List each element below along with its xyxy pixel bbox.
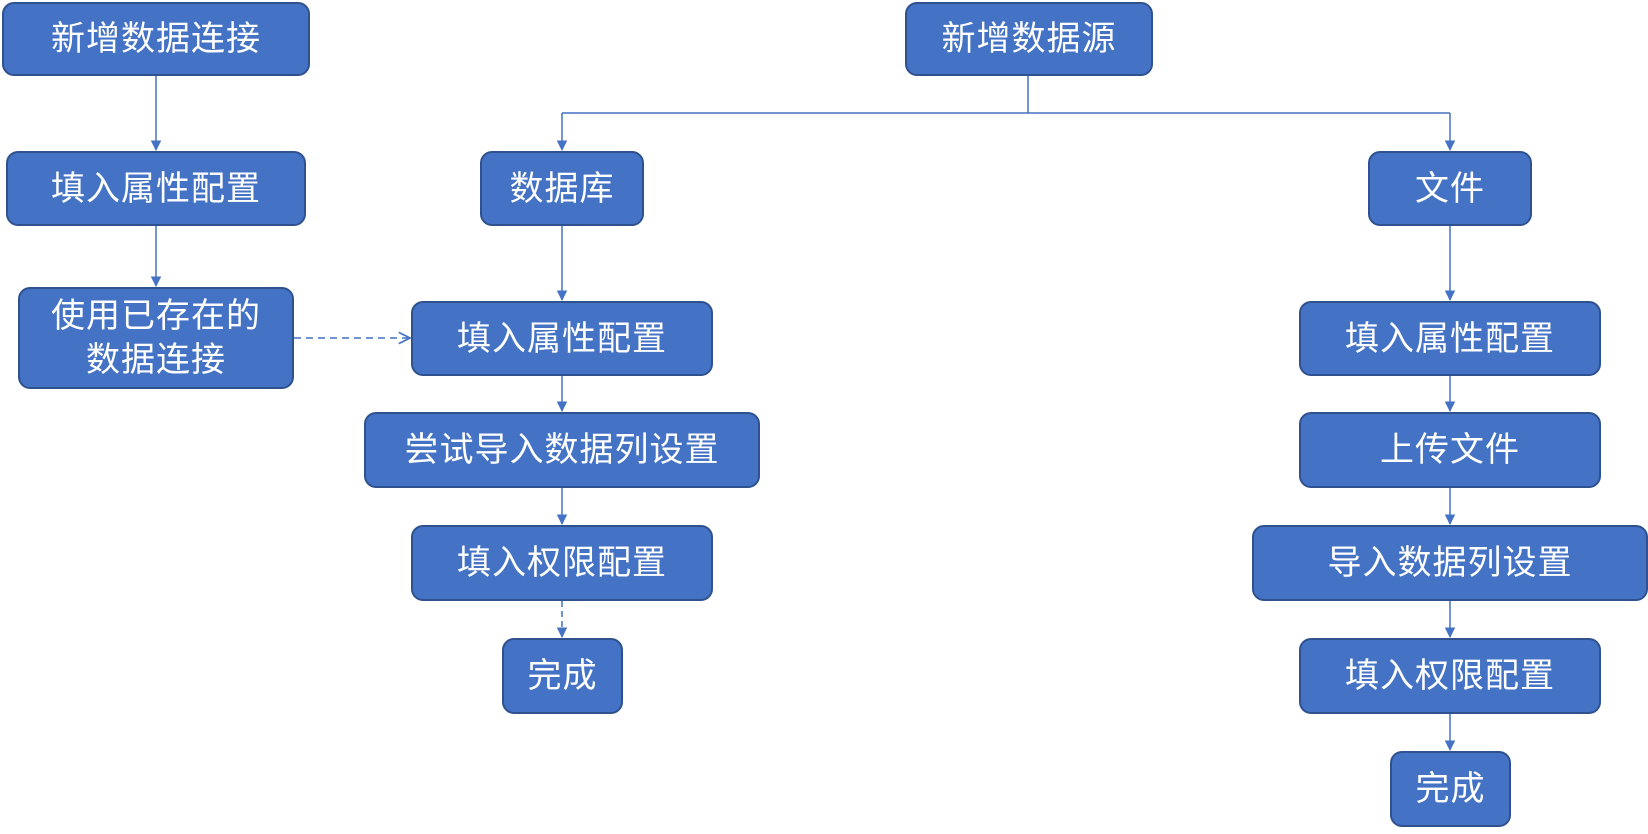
- node-label: 文件: [1415, 168, 1485, 209]
- node-label: 完成: [1415, 769, 1486, 809]
- node-database[interactable]: 数据库: [480, 151, 644, 226]
- node-db-fill-permissions[interactable]: 填入权限配置: [411, 525, 713, 601]
- node-db-try-import-columns[interactable]: 尝试导入数据列设置: [364, 412, 760, 488]
- node-file-fill-permissions[interactable]: 填入权限配置: [1299, 638, 1601, 714]
- node-label: 上传文件: [1380, 430, 1520, 470]
- node-file-fill-properties[interactable]: 填入属性配置: [1299, 301, 1601, 376]
- node-label: 尝试导入数据列设置: [404, 430, 720, 470]
- node-use-existing-connection[interactable]: 使用已存在的 数据连接: [18, 287, 294, 389]
- node-db-done[interactable]: 完成: [502, 638, 623, 714]
- node-label: 使用已存在的 数据连接: [51, 296, 261, 380]
- node-upload-file[interactable]: 上传文件: [1299, 412, 1601, 488]
- node-connection-fill-properties[interactable]: 填入属性配置: [6, 151, 306, 226]
- node-label: 新增数据源: [941, 19, 1117, 59]
- node-label: 数据库: [509, 168, 615, 209]
- node-file[interactable]: 文件: [1368, 151, 1532, 226]
- node-label: 新增数据连接: [51, 19, 261, 59]
- node-label: 填入属性配置: [457, 318, 667, 359]
- node-new-data-connection[interactable]: 新增数据连接: [2, 2, 310, 76]
- node-file-done[interactable]: 完成: [1390, 751, 1511, 827]
- node-new-data-source[interactable]: 新增数据源: [905, 2, 1153, 76]
- node-label: 填入属性配置: [51, 168, 261, 209]
- node-file-import-columns[interactable]: 导入数据列设置: [1252, 525, 1648, 601]
- node-label: 完成: [527, 656, 598, 696]
- node-label: 填入权限配置: [457, 543, 667, 583]
- connector-datasource-split: [562, 76, 1450, 114]
- node-label: 导入数据列设置: [1327, 543, 1573, 583]
- node-label: 填入权限配置: [1345, 656, 1555, 696]
- node-label: 填入属性配置: [1345, 318, 1555, 359]
- node-db-fill-properties[interactable]: 填入属性配置: [411, 301, 713, 376]
